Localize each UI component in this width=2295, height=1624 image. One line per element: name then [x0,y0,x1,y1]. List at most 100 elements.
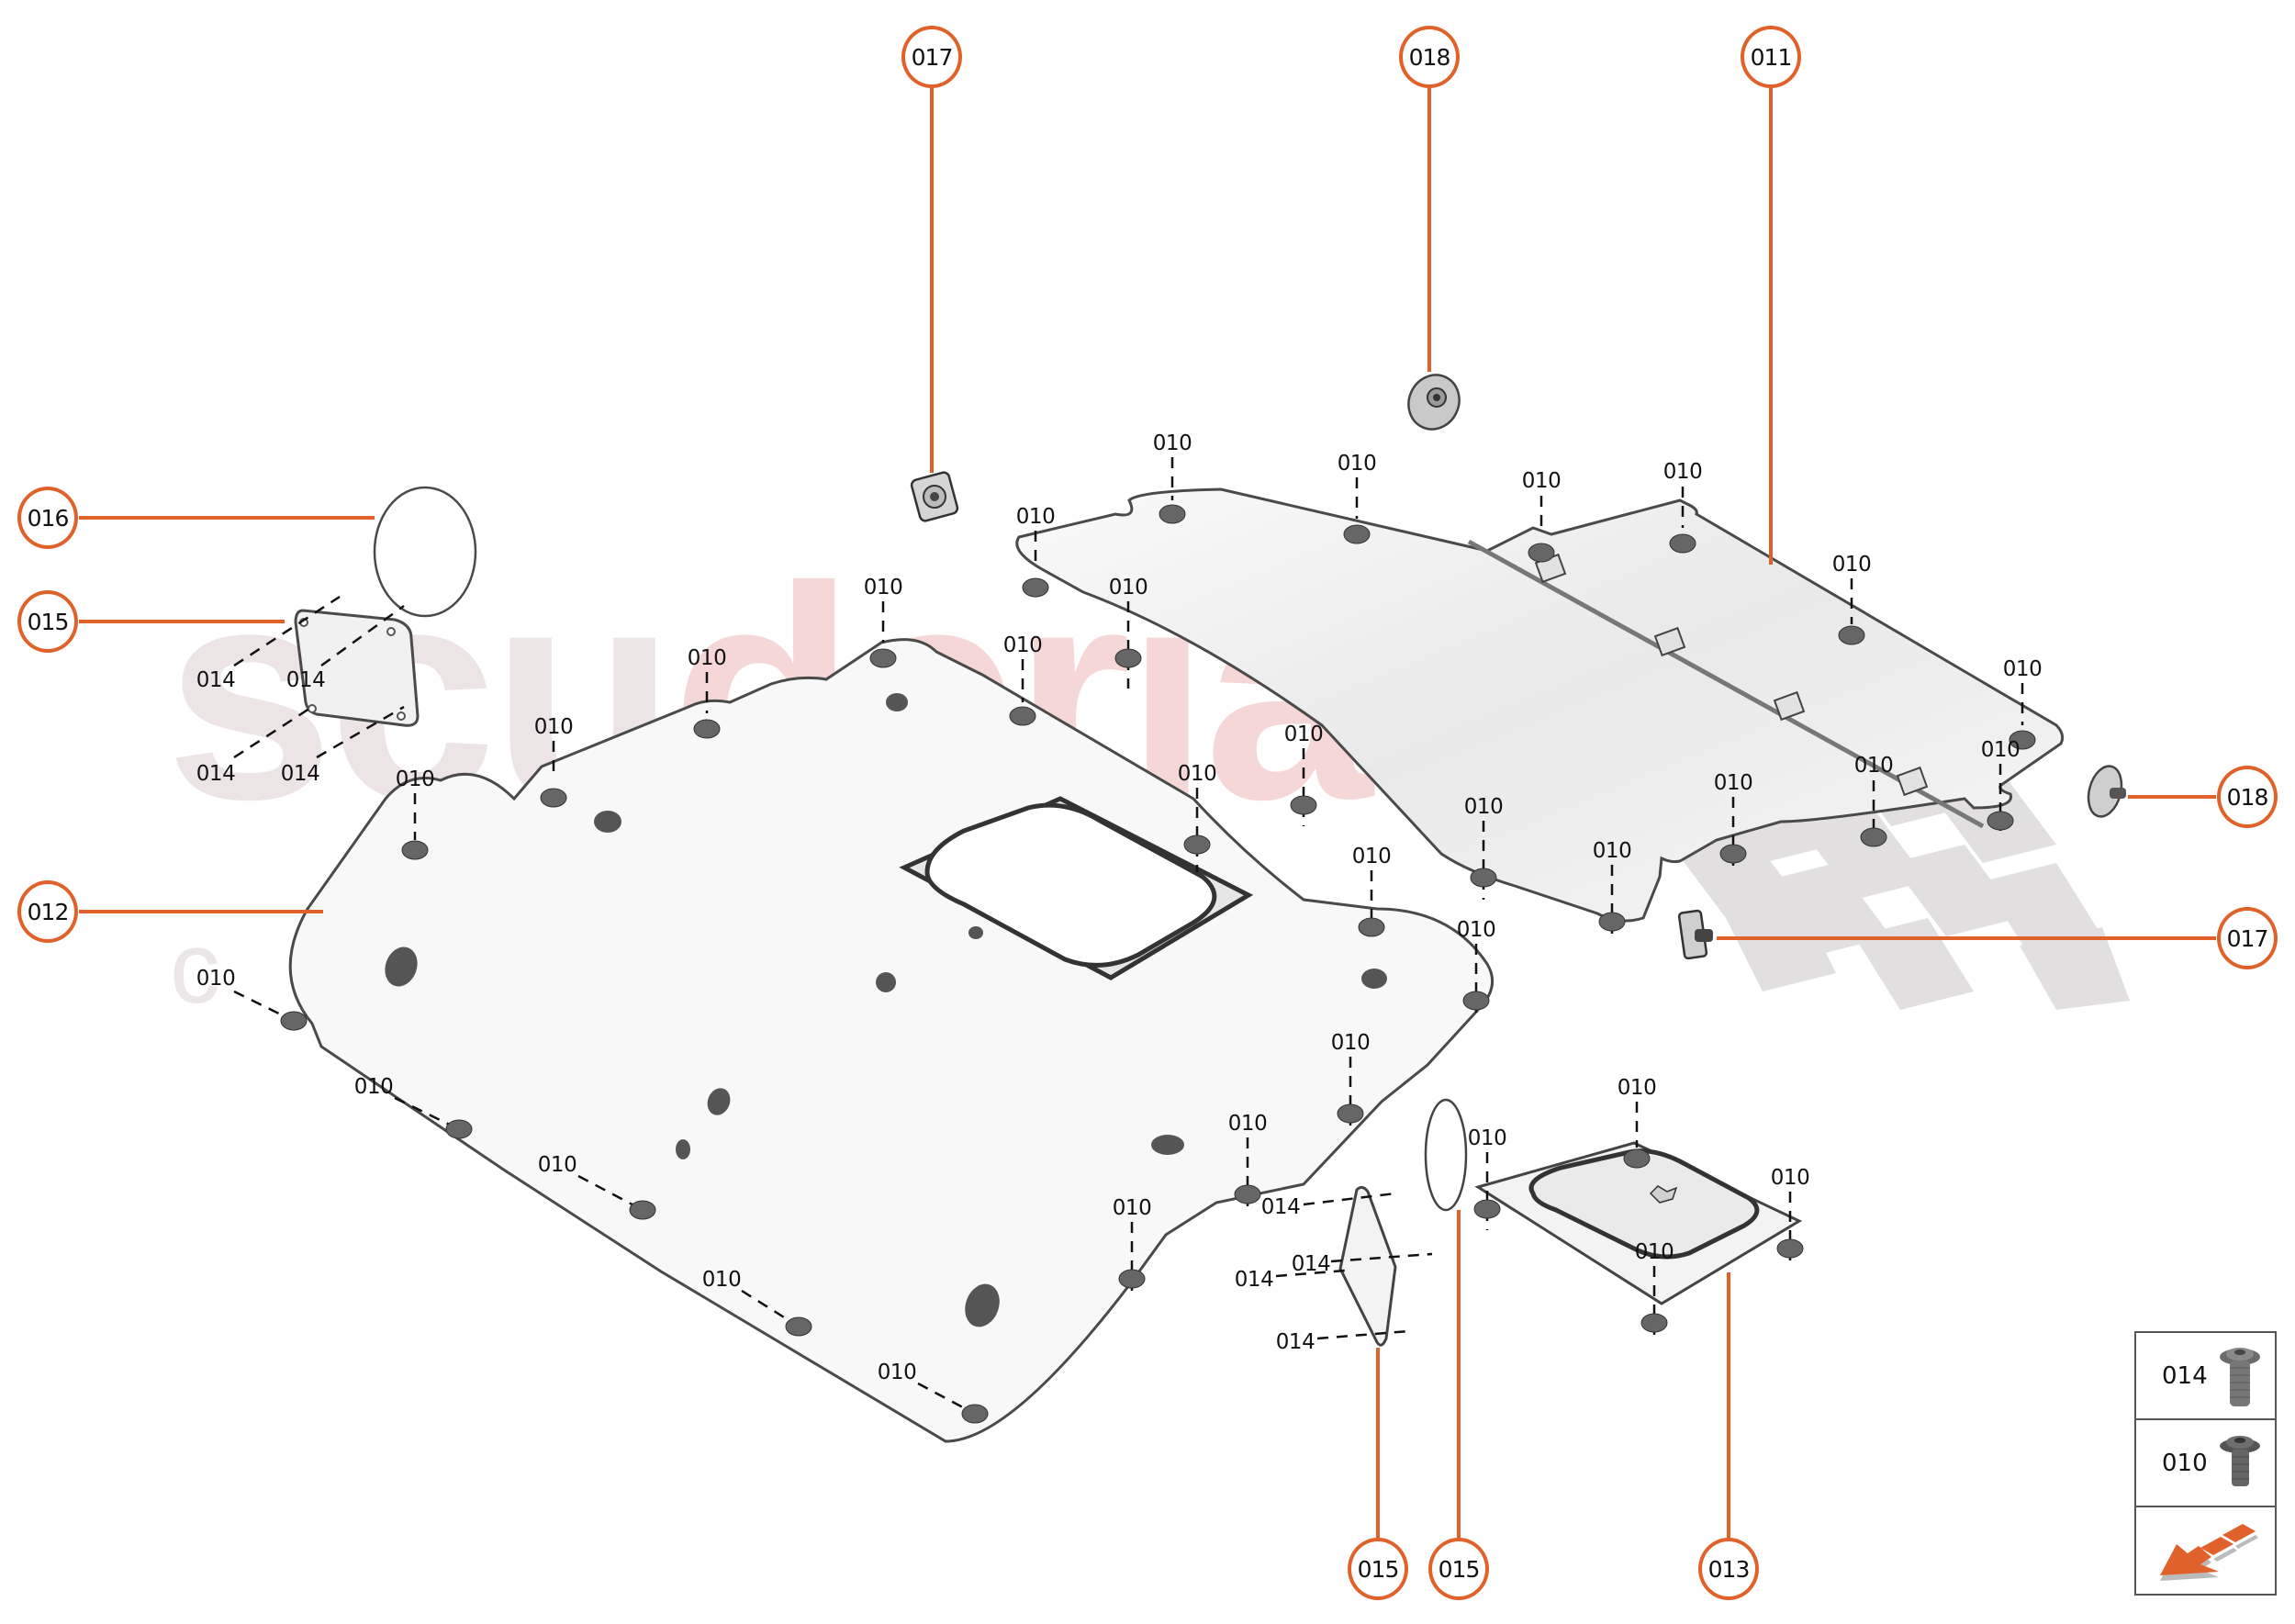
fastener-hole-010 [1987,811,2014,831]
fastener-hole-010 [1183,834,1211,855]
fastener-hole-010 [540,788,567,808]
fastener-label-010[interactable]: 010 [1853,754,1894,778]
fastener-label-010[interactable]: 010 [863,576,903,599]
callout-015-left[interactable]: 015 [17,590,78,653]
fastener-hole-010 [1640,1313,1668,1333]
fastener-label-010[interactable]: 010 [1770,1166,1810,1190]
legend-row-014[interactable]: 014 [2136,1333,2275,1420]
callout-018-top[interactable]: 018 [1399,26,1460,88]
fastener-legend: 014 010 [2134,1331,2277,1596]
fastener-label-010[interactable]: 010 [1337,452,1377,476]
callout-leader-lines [79,88,2216,1538]
fastener-label-010[interactable]: 010 [196,967,236,991]
fastener-hole-010 [1114,648,1142,668]
callout-015-bottom-a[interactable]: 015 [1348,1538,1408,1600]
screw-flange-short-icon [2220,1436,2260,1486]
fastener-label-010[interactable]: 010 [1283,722,1324,746]
part-017-grommet-top[interactable] [910,471,959,522]
part-011-undertray-rear[interactable] [1015,487,2065,923]
fastener-label-014[interactable]: 014 [285,668,326,692]
fastener-label-010[interactable]: 010 [1002,633,1043,657]
fastener-hole-010 [445,1119,473,1139]
callout-018-right[interactable]: 018 [2217,766,2278,828]
part-015-cover-plate[interactable] [294,609,420,727]
legend-row-010[interactable]: 010 [2136,1420,2275,1507]
fastener-label-010[interactable]: 010 [1351,845,1392,868]
fastener-label-010[interactable]: 010 [1634,1240,1674,1264]
fastener-hole-010 [869,648,897,668]
fastener-hole-010 [1528,543,1555,563]
fastener-label-010[interactable]: 010 [701,1268,742,1292]
fastener-label-010[interactable]: 010 [1467,1126,1507,1150]
fastener-hole-010 [1009,706,1036,726]
fastener-hole-010 [1234,1184,1261,1204]
fastener-hole-010 [1473,1199,1501,1219]
callout-013[interactable]: 013 [1698,1538,1759,1600]
fastener-label-014[interactable]: 014 [1291,1252,1331,1276]
fastener-label-010[interactable]: 010 [537,1153,577,1177]
fastener-hole-010 [280,1011,308,1031]
fastener-hole-010 [1598,912,1626,932]
fastener-label-014[interactable]: 014 [280,762,320,786]
callout-017-top[interactable]: 017 [901,26,962,88]
fastener-label-010[interactable]: 010 [1521,469,1562,493]
fastener-hole-010 [785,1316,812,1337]
part-018-grommet-top[interactable] [1400,366,1468,437]
fastener-label-014[interactable]: 014 [196,668,236,692]
fastener-label-010[interactable]: 010 [1592,839,1632,863]
fastener-label-014[interactable]: 014 [1260,1195,1301,1219]
fastener-label-010[interactable]: 010 [1152,431,1192,455]
screw-flange-long-icon [2220,1348,2260,1406]
fastener-label-010[interactable]: 010 [1617,1076,1657,1100]
callout-015-bottom-b[interactable]: 015 [1428,1538,1489,1600]
fastener-label-010[interactable]: 010 [687,646,727,670]
fastener-label-010[interactable]: 010 [1015,505,1056,529]
fastener-label-010[interactable]: 010 [1456,918,1496,942]
callout-016[interactable]: 016 [17,487,78,549]
fastener-label-010[interactable]: 010 [395,767,435,791]
callout-017-right[interactable]: 017 [2217,907,2278,969]
fastener-hole-010 [1719,844,1747,864]
fastener-hole-010 [1623,1148,1651,1169]
fastener-hole-010 [1118,1269,1146,1289]
part-015-diamond-cover[interactable] [1338,1185,1397,1347]
fastener-label-010[interactable]: 010 [1177,762,1217,786]
fastener-hole-010 [1337,1103,1364,1124]
callout-011[interactable]: 011 [1741,26,1801,88]
fastener-label-010[interactable]: 010 [353,1075,394,1099]
fastener-hole-010 [401,840,429,860]
part-016-ring[interactable] [373,486,477,618]
fastener-label-010[interactable]: 010 [1330,1031,1371,1055]
part-018-grommet-right[interactable] [2083,763,2126,821]
fastener-label-010[interactable]: 010 [1112,1196,1152,1220]
fastener-label-014[interactable]: 014 [1275,1330,1315,1354]
fastener-label-010[interactable]: 010 [1662,460,1703,484]
fastener-hole-010 [1159,504,1186,524]
fastener-hole-010 [693,719,721,739]
fastener-label-010[interactable]: 010 [877,1361,917,1384]
fastener-label-014[interactable]: 014 [1234,1268,1274,1292]
legend-row-direction[interactable] [2136,1507,2275,1594]
fastener-label-010[interactable]: 010 [2002,657,2043,681]
fastener-label-010[interactable]: 010 [1463,795,1504,819]
fastener-label-014[interactable]: 014 [196,762,236,786]
fastener-hole-010 [1838,625,1865,645]
fastener-label-010[interactable]: 010 [1831,553,1872,577]
callout-012[interactable]: 012 [17,880,78,943]
fastener-hole-010 [1343,524,1371,544]
fastener-holes [280,504,2036,1424]
fastener-hole-010 [1358,917,1385,937]
fastener-label-010[interactable]: 010 [1980,738,2021,762]
part-013-access-hatch[interactable] [1474,1141,1803,1305]
fastener-label-010[interactable]: 010 [1108,576,1148,599]
part-015-oval-ring[interactable] [1424,1098,1468,1212]
forward-direction-arrow-icon [2160,1524,2258,1581]
part-017-grommet-right[interactable] [1677,909,1713,960]
fastener-label-010[interactable]: 010 [533,715,574,739]
fastener-hole-010 [1776,1238,1804,1259]
fastener-label-010[interactable]: 010 [1227,1112,1268,1136]
fastener-label-010[interactable]: 010 [1713,771,1753,795]
part-012-undertray-front[interactable] [288,638,1495,1443]
